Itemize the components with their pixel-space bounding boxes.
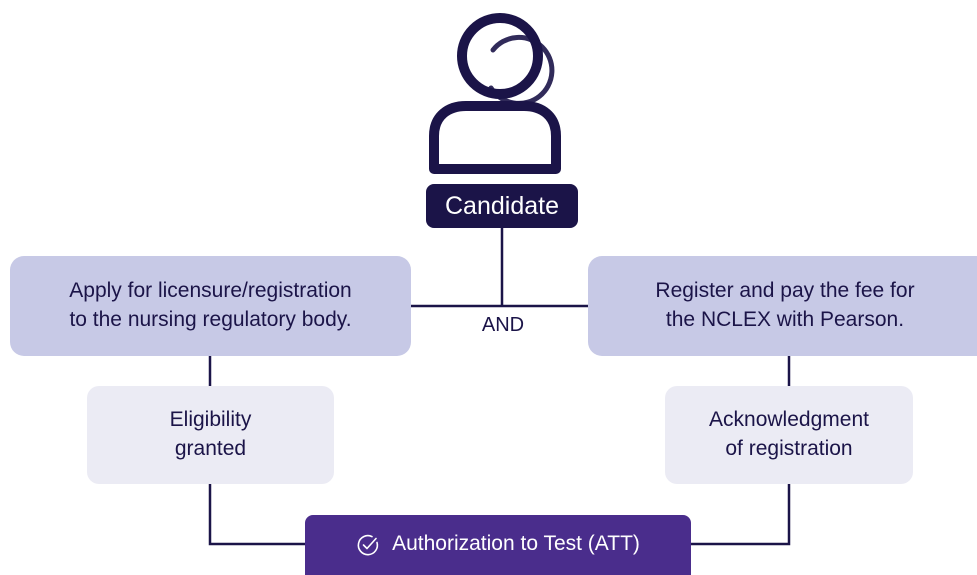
acknowledgment-label: Acknowledgment of registration (709, 408, 869, 460)
eligibility-label: Eligibility granted (169, 408, 252, 460)
apply-licensure-label: Apply for licensure/registration to the … (69, 279, 352, 331)
and-label: AND (481, 314, 525, 336)
acknowledgment-node: Acknowledgment of registration (665, 386, 913, 484)
check-circle-icon (357, 534, 379, 556)
register-pay-label: Register and pay the fee for the NCLEX w… (655, 279, 915, 331)
att-node: Authorization to Test (ATT) (305, 515, 691, 575)
acknowledgment-to-att-connector (691, 484, 791, 546)
apply-licensure-node: Apply for licensure/registration to the … (10, 256, 411, 356)
candidate-label: Candidate (445, 191, 559, 220)
register-pay-node: Register and pay the fee for the NCLEX w… (588, 256, 977, 356)
eligibility-to-att-connector (208, 484, 305, 546)
eligibility-node: Eligibility granted (87, 386, 334, 484)
person-icon (429, 13, 561, 174)
candidate-node: Candidate (426, 184, 578, 228)
att-label: Authorization to Test (ATT) (392, 532, 640, 555)
